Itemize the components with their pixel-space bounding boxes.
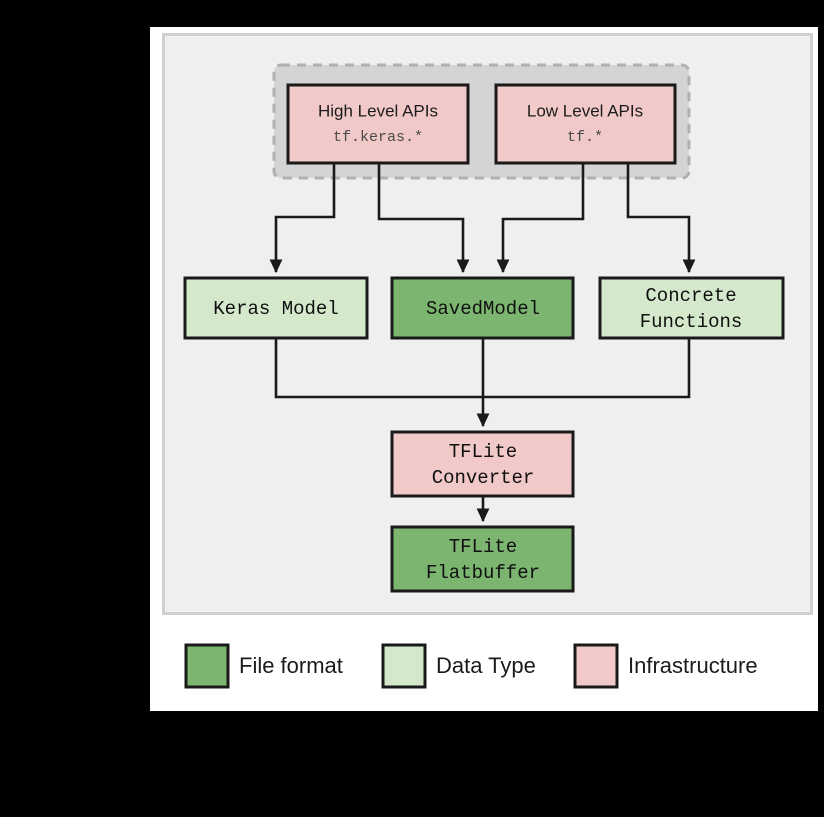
node-high-level-apis[interactable]: High Level APIs tf.keras.* <box>286 83 470 165</box>
node-concrete-functions-box[interactable] <box>598 276 785 340</box>
node-low-level-apis-label: Low Level APIs <box>527 101 643 120</box>
node-high-level-apis-label: High Level APIs <box>318 101 438 120</box>
edge-high-to-saved <box>377 163 470 274</box>
node-tflite-flatbuffer[interactable]: TFLite Flatbuffer <box>390 525 575 593</box>
node-tflite-converter-label: TFLite <box>449 441 517 463</box>
node-tflite-converter[interactable]: TFLite Converter <box>390 430 575 498</box>
node-keras-model-box[interactable] <box>183 276 369 340</box>
node-concrete-functions-label: Concrete <box>645 285 736 307</box>
node-high-level-apis-sublabel: tf.keras.* <box>333 129 423 146</box>
node-concrete-functions[interactable]: Concrete Functions <box>598 276 785 340</box>
node-concrete-functions-label2: Functions <box>640 311 743 333</box>
legend: File format Data Type Infrastructure <box>184 643 758 689</box>
legend-label-file-format: File format <box>239 653 343 678</box>
legend-swatch-data-type <box>381 643 427 689</box>
edge-low-to-saved <box>496 163 585 274</box>
node-tflite-flatbuffer-label: TFLite <box>449 536 517 558</box>
node-tflite-flatbuffer-box[interactable] <box>390 525 575 593</box>
node-tflite-converter-box[interactable] <box>390 430 575 498</box>
edge-high-to-keras <box>269 163 336 274</box>
node-tflite-flatbuffer-label2: Flatbuffer <box>426 562 540 584</box>
legend-label-infrastructure: Infrastructure <box>628 653 758 678</box>
legend-label-data-type: Data Type <box>436 653 536 678</box>
node-keras-model-label: Keras Model <box>213 298 338 320</box>
node-tflite-converter-label2: Converter <box>432 467 535 489</box>
edge-keras-to-converter <box>274 338 483 399</box>
legend-swatch-file-format <box>184 643 230 689</box>
node-saved-model-box[interactable] <box>390 276 575 340</box>
node-low-level-apis-sublabel: tf.* <box>567 129 603 146</box>
node-saved-model-label: SavedModel <box>426 298 540 320</box>
edge-layer <box>269 163 696 523</box>
node-keras-model[interactable]: Keras Model <box>183 276 369 340</box>
edge-concrete-to-converter <box>483 338 691 399</box>
edge-low-to-concrete <box>626 163 696 274</box>
legend-item-data-type[interactable]: Data Type <box>381 643 536 689</box>
node-saved-model[interactable]: SavedModel <box>390 276 575 340</box>
legend-item-file-format[interactable]: File format <box>184 643 343 689</box>
node-low-level-apis[interactable]: Low Level APIs tf.* <box>494 83 677 165</box>
legend-swatch-infrastructure <box>573 643 619 689</box>
node-low-level-apis-box[interactable] <box>494 83 677 165</box>
node-high-level-apis-box[interactable] <box>286 83 470 165</box>
legend-item-infrastructure[interactable]: Infrastructure <box>573 643 758 689</box>
